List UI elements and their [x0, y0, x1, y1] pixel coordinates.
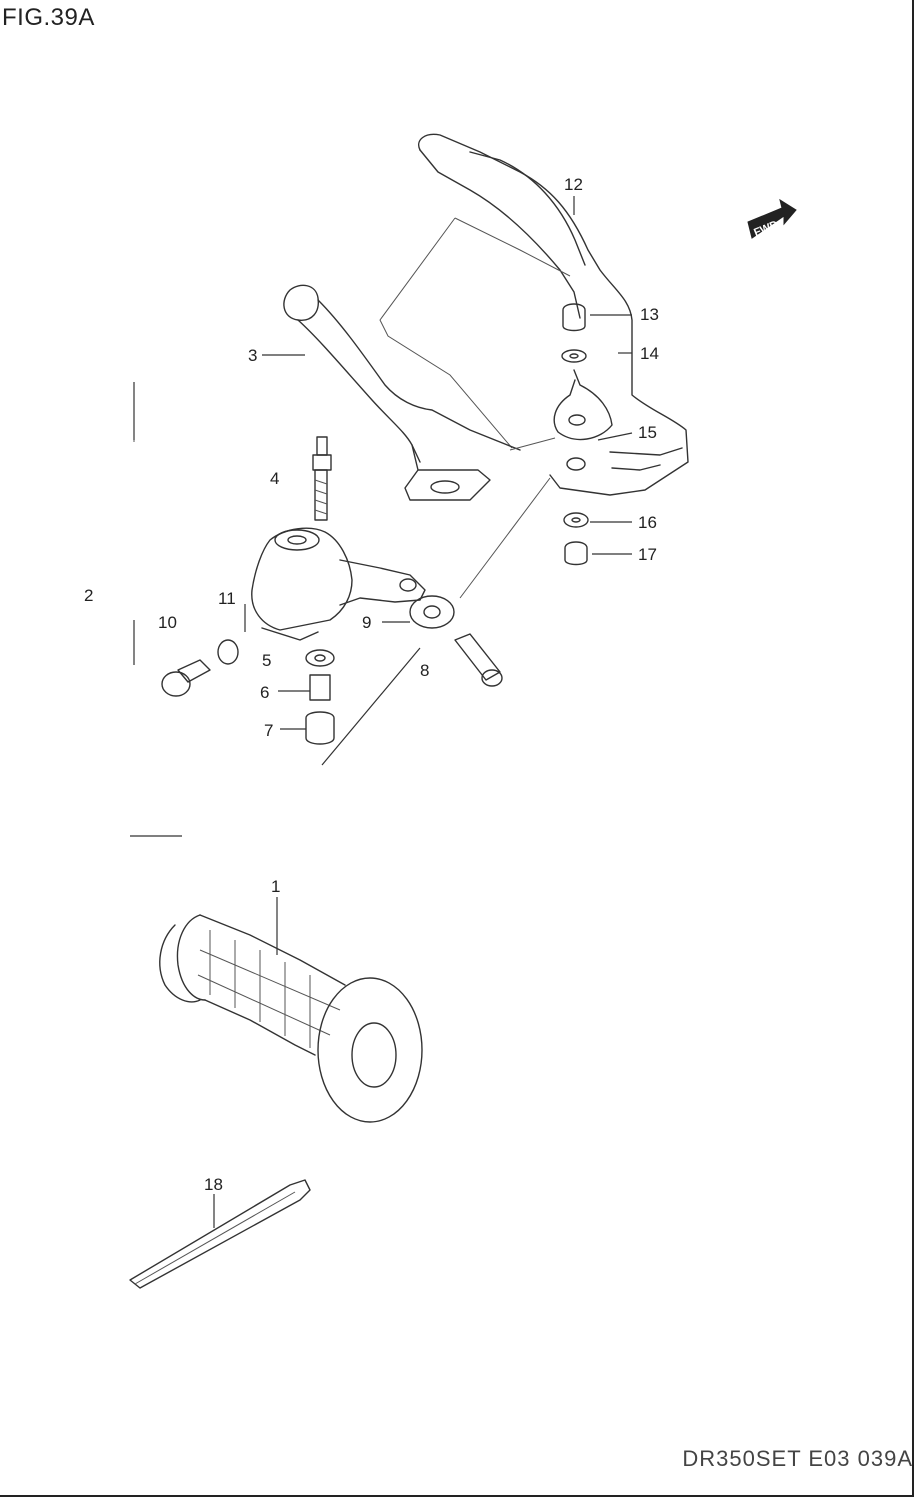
- callout-2: 2: [84, 586, 93, 605]
- callout-13: 13: [640, 305, 659, 324]
- callout-9: 9: [362, 613, 371, 632]
- callout-18: 18: [204, 1175, 223, 1194]
- callout-8: 8: [420, 661, 429, 680]
- hand-guard-part: [379, 133, 689, 496]
- lower-hardware-stack: [305, 649, 335, 745]
- callout-4: 4: [270, 469, 279, 488]
- callout-leaders: [213, 196, 633, 1228]
- cable-tie-part: [129, 1179, 311, 1289]
- callout-7: 7: [264, 721, 273, 740]
- callout-6: 6: [260, 683, 269, 702]
- callout-3: 3: [248, 346, 257, 365]
- lever-holder-part: [251, 527, 426, 641]
- callout-17: 17: [638, 545, 657, 564]
- holder-bolt-part: [161, 639, 239, 697]
- callout-10: 10: [158, 613, 177, 632]
- callout-14: 14: [640, 344, 659, 363]
- adjuster-bolt-part: [312, 436, 332, 521]
- assembly-guide-lines: [130, 382, 556, 837]
- callout-12: 12: [564, 175, 583, 194]
- callout-11: 11: [218, 589, 236, 608]
- figure-title: FIG.39A: [2, 4, 95, 31]
- callout-5: 5: [262, 651, 271, 670]
- guard-mount-hardware: [553, 303, 613, 566]
- clutch-lever-part: [283, 284, 521, 501]
- callout-labels: 1 2 3 4 5 6 7 8 9 10 11 12 13 14 15 16 1…: [84, 175, 659, 1194]
- pivot-bolt-part: [409, 595, 503, 687]
- callout-1: 1: [271, 877, 280, 896]
- handlebar-grip-part: [159, 914, 423, 1123]
- fwd-direction-badge: FWD: [747, 198, 797, 239]
- callout-15: 15: [638, 423, 657, 442]
- drawing-code: DR350SET E03 039A: [682, 1446, 913, 1471]
- callout-16: 16: [638, 513, 657, 532]
